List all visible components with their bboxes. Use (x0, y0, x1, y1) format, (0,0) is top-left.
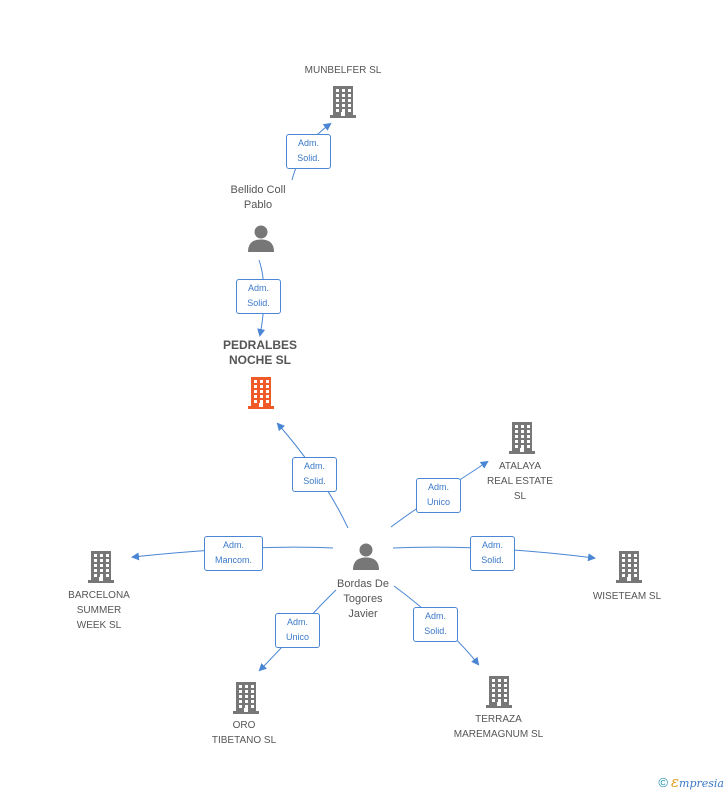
node-label-wiseteam: WISETEAM SL (592, 591, 662, 602)
person-icon[interactable] (351, 541, 381, 571)
node-label-bellido: Bellido Coll Pablo (230, 184, 286, 211)
node-label-pedralbes: PEDRALBES NOCHE SL (222, 338, 297, 367)
building-icon[interactable] (506, 420, 538, 454)
node-label-bordas: Bordas De Togores Javier (337, 578, 389, 620)
brand-footer: ©εmpresia (658, 773, 724, 791)
edge-label-bordas-wiseteam[interactable]: Adm. Solid. (470, 536, 515, 571)
building-icon[interactable] (483, 674, 515, 708)
empresia-logo-text: mpresia (679, 777, 724, 790)
building-icon[interactable] (327, 84, 359, 118)
edge-label-bellido-munbelfer[interactable]: Adm. Solid. (286, 134, 331, 169)
building-icon[interactable] (245, 375, 277, 409)
edge-label-bordas-barcelona[interactable]: Adm. Mancom. (204, 536, 263, 571)
edge-label-bordas-terraza[interactable]: Adm. Solid. (413, 607, 458, 642)
person-icon[interactable] (246, 223, 276, 253)
copyright-icon: © (658, 775, 668, 790)
building-icon[interactable] (230, 680, 262, 714)
building-icon[interactable] (613, 549, 645, 583)
building-icon[interactable] (85, 549, 117, 583)
edge-label-bordas-pedralbes[interactable]: Adm. Solid. (292, 457, 337, 492)
node-label-atalaya: ATALAYA REAL ESTATE SL (487, 461, 553, 502)
node-label-oro: ORO TIBETANO SL (211, 720, 277, 746)
empresia-logo-initial: ε (670, 773, 680, 791)
node-label-munbelfer: MUNBELFER SL (304, 65, 382, 76)
node-label-barcelona: BARCELONA SUMMER WEEK SL (68, 590, 130, 631)
edge-label-bordas-oro[interactable]: Adm. Unico (275, 613, 320, 648)
node-label-terraza: TERRAZA MAREMAGNUM SL (453, 714, 544, 740)
edge-label-bordas-atalaya[interactable]: Adm. Unico (416, 478, 461, 513)
edge-label-bellido-pedralbes[interactable]: Adm. Solid. (236, 279, 281, 314)
